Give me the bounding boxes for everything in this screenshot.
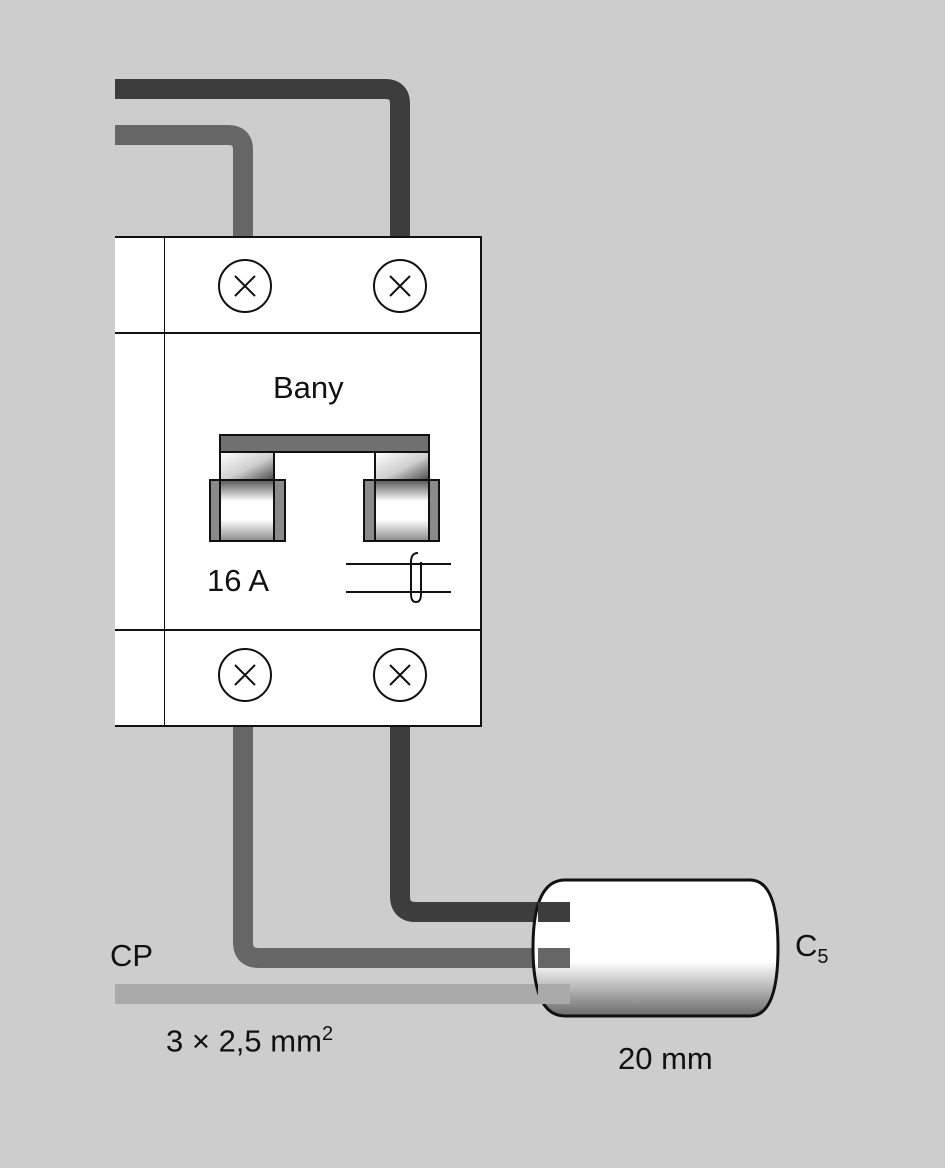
cable-section-base: 3 × 2,5 mm — [166, 1023, 322, 1059]
conduit-tube — [531, 878, 780, 1018]
cable-section-label: 3 × 2,5 mm2 — [166, 1024, 333, 1056]
conduit-label-base: C — [795, 928, 818, 963]
terminal-screw-icon — [373, 259, 427, 313]
wire-neutral-out — [233, 725, 575, 968]
terminal-screw-icon — [218, 259, 272, 313]
conduit-diameter-label: 20 mm — [618, 1041, 713, 1076]
handle-tie-bar — [219, 434, 430, 453]
wire-end-phase — [538, 902, 570, 922]
conduit-label: C5 — [795, 930, 829, 967]
breaker-rating-label: 16 A — [207, 563, 270, 598]
wire-end-earth — [538, 984, 570, 1004]
toggle-handle-left — [209, 451, 286, 542]
wire-neutral-in — [115, 125, 253, 240]
thermal-magnetic-trip-icon — [346, 552, 451, 604]
wire-phase-in — [115, 79, 410, 240]
wire-phase-out — [390, 725, 575, 922]
cable-section-exponent: 2 — [321, 1023, 334, 1045]
conduit-label-subscript: 5 — [817, 946, 829, 969]
cable-type-label: CP — [110, 938, 154, 973]
toggle-handle-right — [363, 451, 440, 542]
terminal-screw-icon — [218, 648, 272, 702]
breaker-name-label: Bany — [273, 370, 344, 405]
terminal-screw-icon — [373, 648, 427, 702]
wire-end-neutral — [538, 948, 570, 968]
